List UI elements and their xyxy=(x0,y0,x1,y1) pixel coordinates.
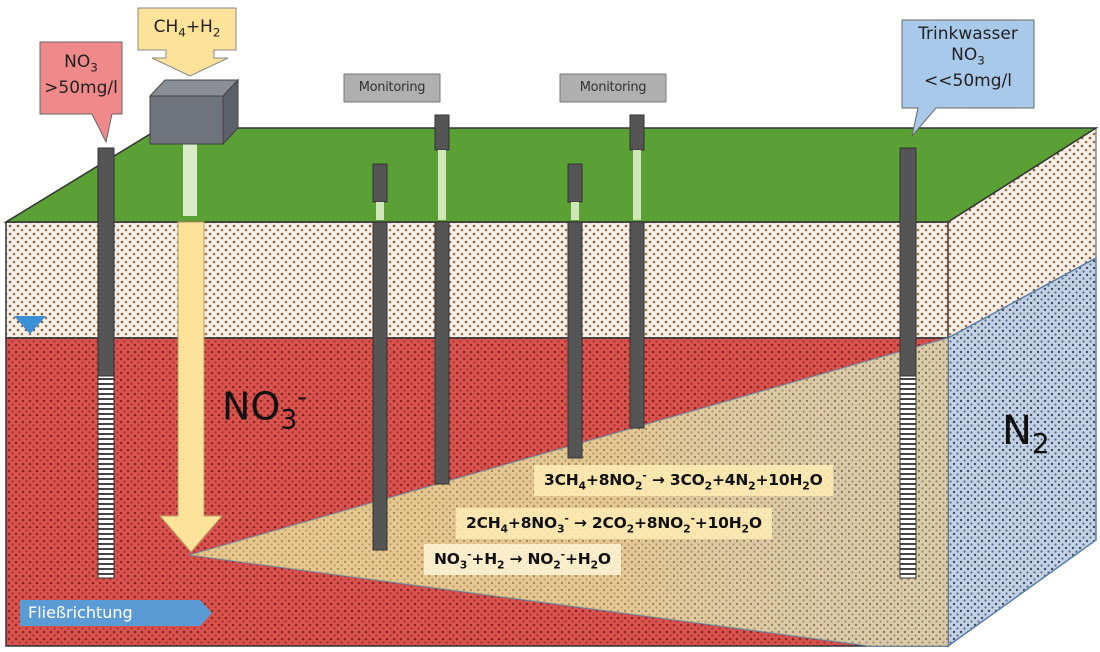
monitoring-well-1b xyxy=(434,221,450,485)
reaction-equation-3: NO3-+H2 → NO2-+H2O xyxy=(424,544,621,576)
monitoring-label-2: Monitoring xyxy=(579,80,647,95)
no3-high-sub: 3 xyxy=(90,60,98,75)
flow-direction-label: Fließrichtung xyxy=(28,603,133,622)
eq1-term-a: 3CH xyxy=(544,471,579,490)
nitrogen-zone-label: N2 xyxy=(1002,408,1050,460)
trinkwasser-callout: Trinkwasser NO3 <<50mg/l xyxy=(902,24,1034,92)
eq3-term-d: +H xyxy=(564,550,591,569)
eq2-term-c: 2CO xyxy=(591,514,627,533)
eq1-term-f: O xyxy=(809,471,823,490)
eq3-term-b-sub: 2 xyxy=(496,558,505,572)
nitrogen-zone-label-main: N xyxy=(1002,408,1032,454)
gas-h2: +H xyxy=(185,17,213,37)
eq3-term-c-sup: - xyxy=(560,548,566,561)
eq2-term-e: +10H xyxy=(694,514,742,533)
eq2-term-d: +8NO xyxy=(634,514,684,533)
well-right-casing xyxy=(899,147,917,377)
monitoring-well-1b-stem xyxy=(438,150,446,220)
no3-high-label: NO xyxy=(64,52,91,72)
monitoring-well-2b-stem xyxy=(633,150,641,220)
eq3-term-b: +H xyxy=(471,550,497,569)
trinkwasser-value: <<50mg/l xyxy=(924,71,1012,92)
eq1-term-e-sub: 2 xyxy=(802,479,810,493)
water-table-marker xyxy=(14,316,46,334)
eq3-term-d-sub: 2 xyxy=(590,558,599,572)
gas-box-front xyxy=(149,95,224,145)
nitrate-zone-label-main: NO xyxy=(222,384,281,429)
injection-pipe xyxy=(183,144,197,216)
gas-ch4-sub: 4 xyxy=(178,25,186,40)
monitoring-label-1: Monitoring xyxy=(358,80,426,95)
monitoring-well-1a-top xyxy=(372,163,388,203)
eq3-term-a: NO xyxy=(434,550,460,569)
gas-callout-shape xyxy=(137,7,237,77)
unsaturated-soil-layer xyxy=(5,221,949,339)
trink-callout-shape xyxy=(901,19,1035,137)
eq3-term-c: NO xyxy=(527,550,554,569)
monitoring-well-1a xyxy=(372,221,388,551)
monitoring-well-1a-stem xyxy=(376,202,384,220)
trinkwasser-title: Trinkwasser xyxy=(918,24,1018,44)
monitoring-well-2b-top xyxy=(629,114,645,151)
eq2-arrow: → xyxy=(568,514,592,533)
monitoring-label-box-1 xyxy=(343,73,441,103)
monitoring-well-2b xyxy=(629,221,645,429)
monitoring-well-2a-top xyxy=(567,163,583,203)
eq3-term-e: O xyxy=(597,550,611,569)
injection-arrow xyxy=(158,221,224,553)
reaction-equation-1: 3CH4+8NO2- → 3CO2+4N2+10H2O xyxy=(534,465,833,497)
monitoring-label-box-2 xyxy=(559,73,667,103)
no3-callout-shape xyxy=(39,41,123,144)
no3-high-value: >50mg/l xyxy=(44,78,118,99)
no3-high-callout: NO3 >50mg/l xyxy=(40,52,122,99)
monitoring-well-1b-top xyxy=(434,114,450,151)
eq1-term-d: +4N xyxy=(712,471,749,490)
nitrate-zone-label-sub: 3 xyxy=(280,404,298,436)
eq2-term-a: 2CH xyxy=(466,514,501,533)
gas-ch4: CH xyxy=(153,17,179,37)
eq3-arrow: → xyxy=(504,550,528,569)
eq2-term-d-sub: 2 xyxy=(683,522,691,536)
nitrogen-zone-label-sub: 2 xyxy=(1031,427,1050,460)
gas-h2-sub: 2 xyxy=(212,25,221,40)
eq2-term-b: +8NO xyxy=(507,514,558,533)
eq2-term-e-sub: 2 xyxy=(741,522,750,536)
flow-direction-arrow xyxy=(20,600,212,626)
eq3-term-c-sub: 2 xyxy=(553,558,561,572)
nitrate-zone-label: NO3- xyxy=(222,382,307,435)
eq2-term-d-sup: - xyxy=(690,512,695,525)
eq2-term-b-sup: - xyxy=(564,512,569,525)
eq2-term-f: O xyxy=(748,514,762,533)
trinkwasser-no3: NO xyxy=(951,45,978,65)
eq3-term-a-sub: 3 xyxy=(459,558,468,572)
eq1-arrow: → xyxy=(646,471,670,490)
eq2-term-b-sub: 3 xyxy=(557,522,565,536)
monitoring-well-2a xyxy=(567,221,583,459)
eq1-term-c-sub: 2 xyxy=(704,479,713,493)
eq1-term-b-sub: 2 xyxy=(635,479,643,493)
eq1-term-b: +8NO xyxy=(585,471,636,490)
well-left-casing xyxy=(97,147,115,377)
well-left-screen xyxy=(97,375,115,579)
trinkwasser-no3-sub: 3 xyxy=(977,53,985,68)
eq2-term-a-sub: 4 xyxy=(500,522,509,536)
eq1-term-b-sup: - xyxy=(642,469,647,482)
monitoring-well-2a-stem xyxy=(571,202,579,220)
reaction-equation-2: 2CH4+8NO3- → 2CO2+8NO2-+10H2O xyxy=(456,508,772,540)
eq3-term-a-sup: - xyxy=(467,548,472,561)
well-right-screen xyxy=(899,375,917,579)
eq1-term-e: +10H xyxy=(755,471,803,490)
gas-callout: CH4+H2 xyxy=(138,17,236,43)
eq1-term-c: 3CO xyxy=(669,471,705,490)
nitrate-zone-label-sup: - xyxy=(297,382,307,413)
eq1-term-a-sub: 4 xyxy=(578,479,587,493)
eq2-term-c-sub: 2 xyxy=(626,522,635,536)
eq1-term-d-sub: 2 xyxy=(748,479,756,493)
